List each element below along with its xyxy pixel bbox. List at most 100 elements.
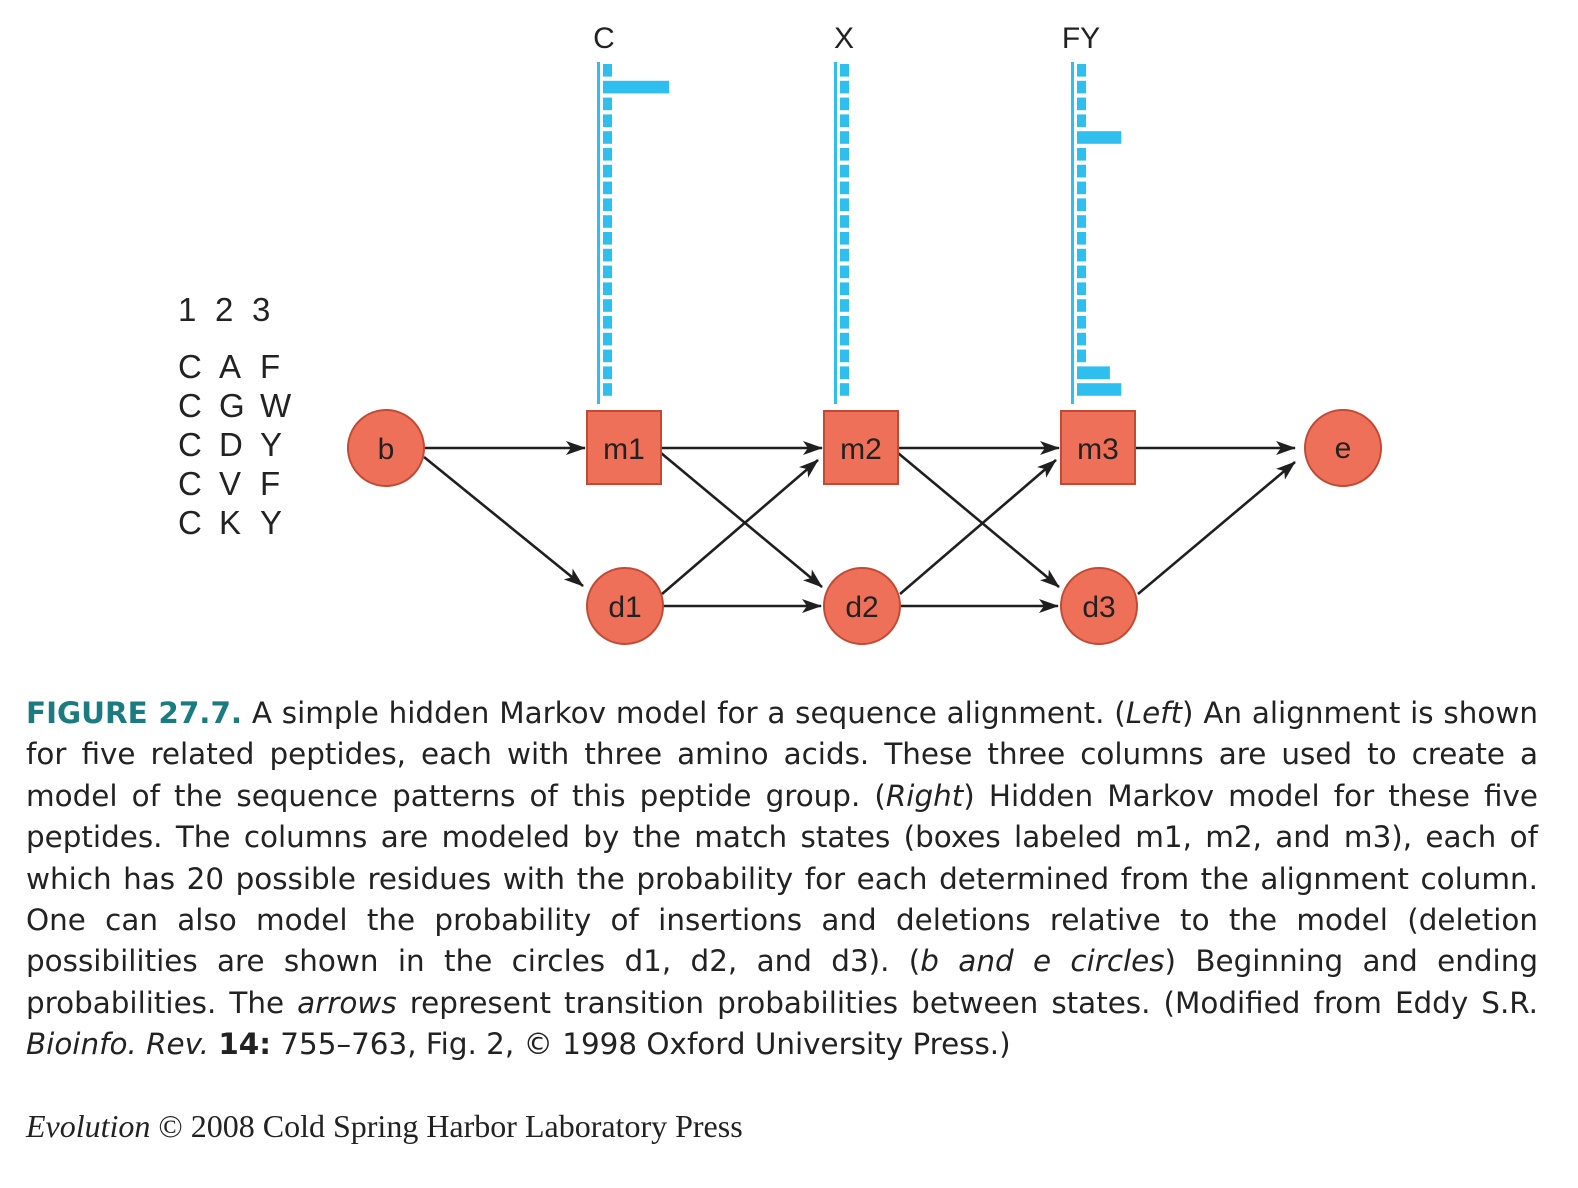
emission-bars [1077, 64, 1122, 396]
figure-number: FIGURE 27.7. [26, 696, 243, 730]
residue-bar [1077, 316, 1086, 329]
residue-bar [603, 316, 612, 329]
emission-column-m2: X [834, 22, 854, 404]
figure-caption: FIGURE 27.7. A simple hidden Markov mode… [26, 693, 1538, 1066]
caption-text: ) An alignment is shown for five related… [26, 696, 1539, 813]
residue-bar [840, 198, 849, 211]
residue-bar [603, 232, 612, 245]
residue-bar [603, 164, 612, 178]
residue-bar [840, 164, 849, 178]
residue-bar [603, 383, 612, 396]
arrow-m1-d2 [660, 452, 823, 588]
residue-bar [1077, 181, 1086, 195]
alignment-header-cell: 1 [178, 291, 196, 328]
caption-text: represent transition probabilities betwe… [396, 985, 1539, 1020]
residue-bar [603, 80, 669, 94]
residue-bar [1077, 265, 1086, 279]
residue-bar [1077, 148, 1086, 161]
alignment-header-cell: 2 [215, 291, 233, 328]
residue-bar [840, 148, 849, 161]
caption-text: A simple hidden Markov model for a seque… [242, 696, 1126, 730]
node-label: e [1335, 432, 1352, 465]
residue-bar [1077, 366, 1110, 379]
alignment-row: C G W [178, 387, 292, 424]
node-end: e [1304, 409, 1382, 487]
alignment-cell: V [219, 465, 241, 502]
residue-bar [840, 299, 849, 312]
residue-bar [840, 316, 849, 329]
node-label: m3 [1077, 433, 1119, 466]
alignment-row: C A F [178, 348, 280, 385]
residue-bar [840, 248, 849, 262]
residue-bar [603, 282, 612, 295]
emission-bars [603, 64, 669, 396]
residue-bar [603, 349, 612, 363]
residue-bar [840, 282, 849, 295]
residue-bar [840, 114, 849, 127]
residue-bar [603, 148, 612, 161]
residue-bar [603, 181, 612, 195]
residue-bar [840, 80, 849, 94]
arrow-m2-d3 [897, 452, 1060, 588]
copyright-credit: Evolution © 2008 Cold Spring Harbor Labo… [26, 1108, 743, 1145]
residue-bar [1077, 349, 1086, 363]
residue-bar [1077, 80, 1086, 94]
alignment-header: 1 2 3 [178, 291, 270, 328]
caption-text: 755–763, Fig. 2, © 1998 Oxford Universit… [270, 1027, 1011, 1062]
node-label: d2 [845, 591, 878, 624]
residue-bar [840, 232, 849, 245]
emission-bars [840, 64, 849, 396]
alignment-cell: D [219, 426, 243, 463]
alignment-row: C V F [178, 465, 280, 502]
credit-text: © 2008 Cold Spring Harbor Laboratory Pre… [150, 1108, 743, 1144]
alignment-row: C K Y [178, 504, 282, 541]
column-label: C [593, 22, 615, 55]
residue-bar [603, 114, 612, 127]
node-delete-d3: d3 [1060, 567, 1138, 645]
alignment-cell: A [219, 348, 241, 385]
residue-bar [840, 265, 849, 279]
node-begin: b [347, 409, 425, 487]
alignment-cell: Y [260, 426, 282, 463]
residue-bar [1077, 232, 1086, 245]
column-axis [1071, 62, 1074, 404]
caption-text: ) Hidden Markov model for these five pep… [26, 778, 1538, 979]
column-label: X [834, 22, 854, 55]
caption-italic: Right [885, 778, 964, 813]
residue-bar [1077, 248, 1086, 262]
node-delete-d1: d1 [586, 567, 664, 645]
residue-bar [840, 97, 849, 111]
residue-bar [840, 131, 849, 144]
caption-journal: Bioinfo. Rev. [26, 1027, 209, 1062]
hmm-diagram: 1 2 3 C A F C G W C D Y C V F C K Y [178, 22, 1382, 645]
caption-text [209, 1027, 218, 1061]
residue-bar [840, 366, 849, 379]
alignment-cell: W [260, 387, 292, 424]
residue-bar [603, 64, 612, 77]
alignment-cell: Y [260, 504, 282, 541]
column-axis [834, 62, 837, 404]
residue-bar [1077, 282, 1086, 295]
residue-bar [603, 215, 612, 228]
caption-volume: 14: [218, 1027, 271, 1062]
residue-bar [603, 97, 612, 111]
alignment-cell: C [178, 504, 202, 541]
alignment-cell: C [178, 426, 202, 463]
alignment-cell: G [219, 387, 245, 424]
arrow-b-d1 [423, 455, 584, 588]
node-label: m2 [840, 433, 882, 466]
caption-italic: Left [1125, 696, 1183, 730]
residue-bar [1077, 131, 1122, 144]
residue-bar [1077, 164, 1086, 178]
emission-column-m3: FY [1062, 22, 1122, 404]
alignment-table: 1 2 3 C A F C G W C D Y C V F C K Y [178, 291, 292, 541]
residue-bar [603, 299, 612, 312]
residue-bar [603, 332, 612, 346]
book-title: Evolution [26, 1108, 151, 1144]
node-match-m2: m2 [823, 410, 899, 485]
residue-bar [1077, 64, 1086, 77]
residue-bar [840, 181, 849, 195]
node-match-m3: m3 [1060, 410, 1136, 485]
node-label: b [378, 433, 395, 466]
residue-bar [603, 248, 612, 262]
